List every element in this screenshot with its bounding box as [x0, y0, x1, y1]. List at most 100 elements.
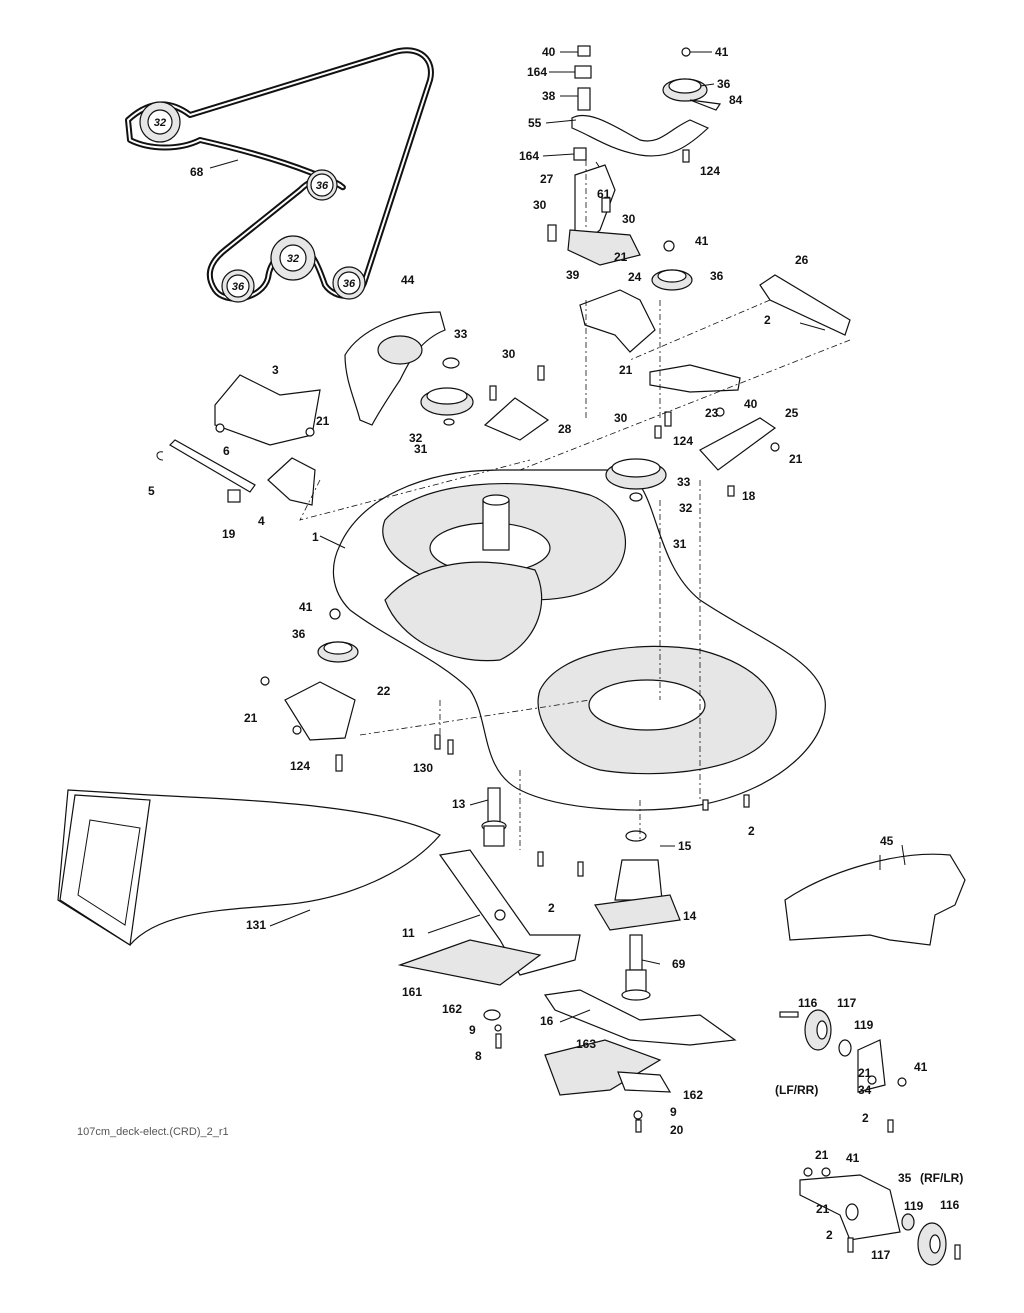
spindle-14: [594, 794, 750, 1001]
part-number: 24: [628, 270, 642, 284]
part-number: 30: [533, 198, 547, 212]
part-number: 33: [677, 475, 691, 489]
part-number: 8: [475, 1049, 482, 1063]
blade-16-163: [543, 989, 737, 1133]
pulley-33-left: [420, 357, 545, 426]
part-number: 55: [528, 116, 542, 130]
discharge-chute-131: [57, 789, 441, 947]
part-number: 21: [316, 414, 330, 428]
pulley-33-right: [605, 425, 667, 502]
part-number: 35: [898, 1171, 912, 1185]
part-number: 1: [312, 530, 319, 544]
part-number: 21: [614, 250, 628, 264]
part-number: 161: [402, 985, 422, 999]
part-number: 84: [729, 93, 743, 107]
part-number: 116: [798, 996, 818, 1010]
part-number: 32: [679, 501, 693, 515]
part-number: 69: [672, 957, 686, 971]
callouts: 40 164 38 55 164 41 36 84 124 27 61 30 3…: [148, 45, 963, 1262]
bracket-28: [483, 397, 550, 441]
part-number: 2: [862, 1111, 869, 1125]
part-number: 131: [246, 918, 266, 932]
part-number: 41: [695, 234, 709, 248]
part-number: 164: [527, 65, 547, 79]
part-number: 11: [402, 926, 415, 940]
part-number: 30: [622, 212, 636, 226]
plate-23: [649, 364, 741, 427]
part-number: 117: [837, 996, 857, 1010]
part-number: 28: [558, 422, 572, 436]
part-number: 36: [710, 269, 724, 283]
part-number: 61: [597, 187, 611, 201]
part-number: 27: [540, 172, 554, 186]
part-number: 26: [795, 253, 809, 267]
bracket-25: [699, 407, 780, 497]
deck-housing: [332, 469, 826, 811]
bracket-3: [214, 374, 321, 446]
part-number: 41: [846, 1151, 860, 1165]
belt-pulley-ref: 36: [221, 269, 255, 303]
part-number: 40: [744, 397, 758, 411]
part-number: 30: [502, 347, 516, 361]
part-number: 30: [614, 411, 628, 425]
part-number: 124: [700, 164, 720, 178]
part-number: 2: [826, 1228, 833, 1242]
idler-arm-55: [571, 114, 710, 157]
part-number: 31: [673, 537, 687, 551]
part-number: 21: [619, 363, 633, 377]
gauge-wheel-lf-rr: [779, 1009, 907, 1133]
part-number: 162: [683, 1088, 703, 1102]
part-number: 5: [148, 484, 155, 498]
bracket-27: [547, 164, 641, 266]
part-number: 45: [880, 834, 894, 848]
bracket-4: [227, 457, 316, 506]
part-number: 21: [789, 452, 803, 466]
bolts-130: [434, 734, 454, 755]
part-number: 15: [678, 839, 692, 853]
bracket-26: [759, 274, 851, 336]
cover-45: [784, 853, 966, 946]
part-number: 124: [673, 434, 693, 448]
part-number: 116: [940, 1198, 960, 1212]
part-number: 164: [519, 149, 539, 163]
part-number: 21: [816, 1202, 830, 1216]
bracket-24: [579, 240, 693, 353]
pulley-label: 32: [154, 117, 166, 129]
part-number: 13: [452, 797, 466, 811]
leader-lines: [269, 51, 906, 1023]
part-number: 23: [705, 406, 719, 420]
part-number: 41: [299, 600, 313, 614]
blade-11-161: [397, 849, 581, 1049]
pulley-label: 32: [287, 253, 299, 265]
part-number: 32: [409, 431, 423, 445]
gauge-wheel-rf-lr: [799, 1167, 961, 1266]
part-number: 36: [292, 627, 306, 641]
part-number: 21: [244, 711, 258, 725]
part-number: 130: [413, 761, 433, 775]
part-number: 20: [670, 1123, 684, 1137]
part-number: 19: [222, 527, 236, 541]
part-number: 39: [566, 268, 580, 282]
part-number: 4: [258, 514, 265, 528]
part-number: 119: [904, 1199, 924, 1213]
part-number: 31: [414, 442, 428, 456]
drawing-code: 107cm_deck-elect.(CRD)_2_r1: [77, 1126, 229, 1138]
part-number: 6: [223, 444, 230, 458]
note-lf-rr: (LF/RR): [775, 1083, 818, 1097]
part-number: 22: [377, 684, 391, 698]
part-number: 40: [542, 45, 556, 59]
part-number: 163: [576, 1037, 596, 1051]
part-number: 25: [785, 406, 799, 420]
part-number: 68: [190, 165, 204, 179]
part-number: 21: [858, 1066, 872, 1080]
part-number: 2: [748, 824, 755, 838]
spindle-13: [481, 787, 584, 877]
part-number: 38: [542, 89, 556, 103]
part-number: 21: [815, 1148, 829, 1162]
part-number: 117: [871, 1248, 891, 1262]
part-number: 2: [764, 313, 771, 327]
part-number: 33: [454, 327, 468, 341]
pulley-label: 36: [343, 278, 356, 290]
pulley-label: 36: [316, 180, 329, 192]
